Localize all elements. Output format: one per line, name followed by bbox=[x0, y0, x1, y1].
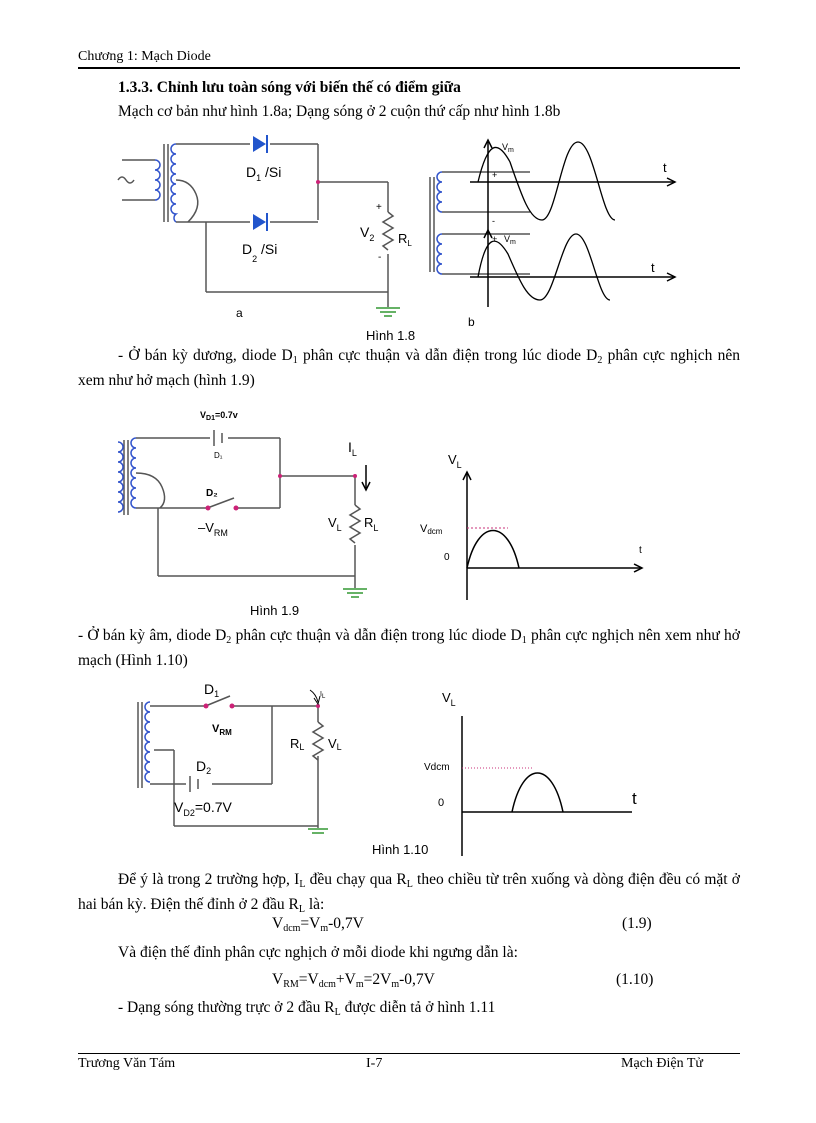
label-vrm-1-9: –VRM bbox=[198, 520, 228, 538]
label-plus-top: + bbox=[492, 170, 497, 180]
caption-fig-1-9: Hình 1.9 bbox=[250, 603, 299, 618]
voltage-source-d1 bbox=[213, 430, 223, 446]
label-il-1-10: IL bbox=[320, 691, 326, 700]
graph-axes-1-10 bbox=[461, 716, 632, 856]
footer-rule bbox=[78, 1053, 740, 1054]
label-plus-bottom: + bbox=[492, 234, 497, 244]
paragraph-positive-half: - Ở bán kỳ dương, diode D1 phân cực thuậ… bbox=[78, 347, 740, 389]
figure-1-9: VD1=0.7v D₁ D₂ –VRM IL VL RL Hình 1.9 VL… bbox=[117, 410, 644, 618]
label-vdcm-1-9: Vdcm bbox=[420, 523, 443, 536]
junction-node bbox=[316, 180, 320, 184]
circuit-wires bbox=[175, 143, 389, 307]
ground-symbol-1-10 bbox=[308, 828, 328, 834]
label-vrm-1-10: VRM bbox=[212, 723, 232, 737]
label-b: b bbox=[468, 315, 475, 329]
paragraph-negative-half: - Ở bán kỳ âm, diode D2 phân cực thuận v… bbox=[78, 627, 740, 669]
waveform-sine-top bbox=[477, 141, 616, 221]
label-vd2-1-10: VD2=0.7V bbox=[174, 799, 232, 818]
label-t-bottom: t bbox=[651, 260, 655, 275]
paragraph-reverse-peak: Và điện thế đỉnh phân cực nghịch ở mỗi d… bbox=[118, 944, 518, 961]
resistor-rl-1-10 bbox=[311, 721, 325, 761]
label-d2: D2 /Si bbox=[242, 241, 277, 264]
footer-page-number: I-7 bbox=[366, 1056, 383, 1071]
label-il-1-9: IL bbox=[348, 439, 357, 458]
label-vl-axis-1-9: VL bbox=[448, 452, 462, 470]
half-wave-1-9 bbox=[466, 529, 520, 569]
paragraph-observation: Để ý là trong 2 trường hợp, IL đều chạy … bbox=[78, 871, 741, 915]
label-vd1: VD1=0.7v bbox=[200, 410, 238, 422]
half-wave-1-10 bbox=[511, 772, 564, 813]
waveform-axes-top bbox=[470, 138, 677, 230]
ac-source bbox=[117, 159, 155, 201]
section-title: 1.3.3. Chỉnh lưu toàn sóng với biến thế … bbox=[118, 79, 461, 96]
label-d2-1-10: D2 bbox=[196, 758, 211, 776]
diode-d2-symbol bbox=[253, 213, 268, 231]
transformer-1-10 bbox=[137, 701, 151, 788]
ground-symbol-1-9 bbox=[343, 588, 367, 598]
label-rl-1-9: RL bbox=[364, 515, 378, 533]
label-vl-axis-1-10: VL bbox=[442, 690, 456, 708]
circuit-wires-1-10 bbox=[150, 705, 319, 828]
label-t-top: t bbox=[663, 160, 667, 175]
top-node-1-9 bbox=[353, 474, 357, 478]
label-rl: RL bbox=[398, 231, 412, 248]
top-node-1-10 bbox=[316, 704, 320, 708]
waveform-sine-bottom bbox=[477, 233, 611, 301]
label-zero-1-9: 0 bbox=[444, 552, 450, 563]
footer-course: Mạch Điện Tử bbox=[621, 1056, 703, 1071]
label-minus-top: - bbox=[492, 216, 495, 226]
label-t-1-10: t bbox=[632, 789, 637, 808]
label-vm-bottom: Vm bbox=[504, 234, 516, 246]
equation-1-10: VRM=Vdcm+Vm=2Vm-0,7V bbox=[272, 971, 435, 990]
current-arrow-il-1-10 bbox=[309, 689, 321, 706]
header-rule bbox=[78, 67, 740, 69]
secondary-coils-b bbox=[429, 171, 530, 275]
paragraph-waveform: - Dạng sóng thường trực ở 2 đầu RL được … bbox=[118, 999, 496, 1018]
footer-author: Trương Văn Tám bbox=[78, 1056, 176, 1071]
label-zero-1-10: 0 bbox=[438, 797, 444, 809]
transformer-core bbox=[163, 144, 169, 222]
voltage-source-d2-1-10 bbox=[189, 776, 199, 792]
figure-1-8: D1 /Si D2 /Si V2 RL + - a Hình 1.8 b Vm … bbox=[117, 135, 677, 343]
current-arrow-il bbox=[361, 465, 371, 492]
resistor-rl-symbol bbox=[381, 211, 395, 251]
equation-number-1-9: (1.9) bbox=[622, 915, 652, 932]
label-t-1-9: t bbox=[639, 545, 642, 556]
caption-fig-1-10: Hình 1.10 bbox=[372, 842, 428, 857]
graph-axes-1-9 bbox=[462, 470, 644, 600]
label-d1-1-9: D₁ bbox=[214, 451, 223, 460]
label-minus: - bbox=[378, 252, 381, 263]
label-v2: V2 bbox=[360, 224, 374, 243]
junction-node-1-9 bbox=[278, 474, 282, 478]
transformer-primary-coil bbox=[154, 159, 161, 201]
label-vl-1-10: VL bbox=[328, 736, 342, 752]
waveform-axes-bottom bbox=[470, 228, 677, 307]
label-a: a bbox=[236, 306, 243, 320]
label-vdcm-1-10: Vdcm bbox=[424, 762, 450, 773]
label-d1-1-10: D1 bbox=[204, 681, 219, 699]
ground-symbol bbox=[376, 307, 400, 317]
page-header: Chương 1: Mạch Diode bbox=[78, 49, 211, 64]
label-d1: D1 /Si bbox=[246, 164, 281, 183]
caption-fig-1-8: Hình 1.8 bbox=[366, 328, 415, 343]
diode-d1-symbol bbox=[253, 135, 268, 153]
figure-1-10: D1 VRM D2 VD2=0.7V RL VL IL Hình 1.10 VL… bbox=[137, 681, 637, 857]
label-rl-1-10: RL bbox=[290, 736, 304, 752]
label-d2-1-9: D₂ bbox=[206, 488, 218, 499]
open-switch-d2 bbox=[205, 497, 239, 511]
circuit-wires-1-9 bbox=[135, 437, 356, 588]
intro-text: Mạch cơ bản như hình 1.8a; Dạng sóng ở 2… bbox=[118, 103, 561, 120]
label-plus: + bbox=[376, 202, 382, 213]
open-switch-d1-1-10 bbox=[203, 695, 235, 709]
equation-1-9: Vdcm=Vm-0,7V bbox=[272, 915, 364, 934]
transformer-1-9 bbox=[117, 437, 137, 515]
label-vl-1-9: VL bbox=[328, 515, 342, 533]
label-vm-top: Vm bbox=[502, 142, 514, 154]
equation-number-1-10: (1.10) bbox=[616, 971, 654, 988]
transformer-secondary-coil bbox=[170, 143, 179, 223]
resistor-rl-1-9 bbox=[348, 504, 362, 544]
